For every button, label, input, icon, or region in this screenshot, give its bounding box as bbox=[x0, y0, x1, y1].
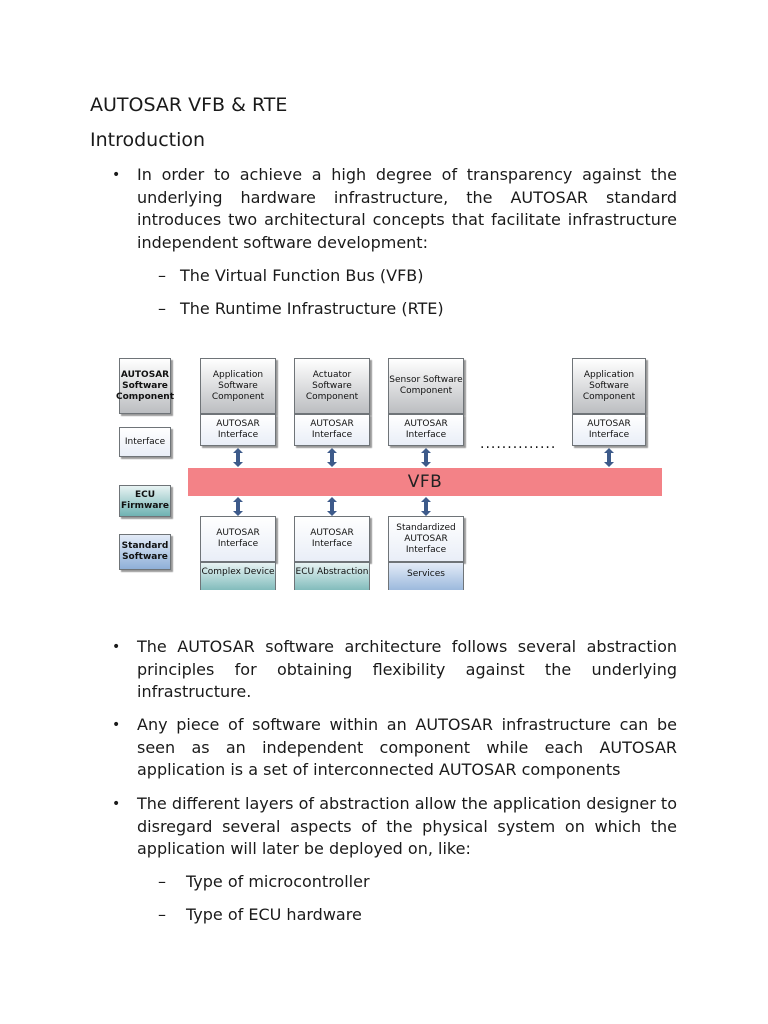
services-box: Services bbox=[388, 562, 464, 590]
double-arrow-icon bbox=[604, 448, 614, 467]
sub-bullet-text: The Runtime Infrastructure (RTE) bbox=[180, 299, 444, 318]
legend-swc: AUTOSAR Software Component bbox=[116, 358, 174, 414]
app-swc-box: Application Software Component bbox=[200, 358, 276, 414]
dash-mark: – bbox=[158, 299, 166, 318]
legend-interface: Interface bbox=[119, 427, 171, 457]
sub-bullet-microcontroller: – Type of microcontroller bbox=[158, 871, 370, 893]
app-swc-box-2: Application Software Component bbox=[572, 358, 646, 414]
sensor-swc-interface: AUTOSAR Interface bbox=[388, 414, 464, 446]
sub-bullet-text: The Virtual Function Bus (VFB) bbox=[180, 266, 424, 285]
bullet-abstraction-principles: The AUTOSAR software architecture follow… bbox=[112, 636, 677, 704]
bullet-text: The different layers of abstraction allo… bbox=[137, 794, 677, 858]
app-swc-interface: AUTOSAR Interface bbox=[200, 414, 276, 446]
more-components-ellipsis: .............. bbox=[480, 436, 557, 452]
legend-standard-software: Standard Software bbox=[119, 534, 171, 570]
double-arrow-icon bbox=[233, 497, 243, 516]
complex-device-box: Complex Device bbox=[200, 562, 276, 590]
complex-device-interface: AUTOSAR Interface bbox=[200, 516, 276, 562]
bullet-text: In order to achieve a high degree of tra… bbox=[137, 165, 677, 252]
ecu-abstraction-box: ECU Abstraction bbox=[294, 562, 370, 590]
actuator-swc-box: Actuator Software Component bbox=[294, 358, 370, 414]
services-interface: Standardized AUTOSAR Interface bbox=[388, 516, 464, 562]
dash-mark: – bbox=[158, 266, 166, 285]
app-swc-interface-2: AUTOSAR Interface bbox=[572, 414, 646, 446]
sensor-swc-box: Sensor Software Component bbox=[388, 358, 464, 414]
section-heading: Introduction bbox=[90, 129, 206, 151]
vfb-architecture-diagram: AUTOSAR Software Component Interface ECU… bbox=[112, 350, 672, 590]
double-arrow-icon bbox=[233, 448, 243, 467]
sub-bullet-ecu-hardware: – Type of ECU hardware bbox=[158, 904, 362, 926]
actuator-swc-interface: AUTOSAR Interface bbox=[294, 414, 370, 446]
bullet-independent-component: Any piece of software within an AUTOSAR … bbox=[112, 714, 677, 782]
bullet-abstraction-layers: The different layers of abstraction allo… bbox=[112, 793, 677, 861]
bullet-text: Any piece of software within an AUTOSAR … bbox=[137, 715, 677, 779]
sub-bullet-text: Type of ECU hardware bbox=[186, 905, 362, 924]
double-arrow-icon bbox=[327, 497, 337, 516]
dash-mark: – bbox=[158, 872, 166, 891]
sub-bullet-text: Type of microcontroller bbox=[186, 872, 370, 891]
double-arrow-icon bbox=[421, 448, 431, 467]
bullet-transparency: In order to achieve a high degree of tra… bbox=[112, 164, 677, 254]
double-arrow-icon bbox=[327, 448, 337, 467]
document-title: AUTOSAR VFB & RTE bbox=[90, 94, 288, 116]
ecu-abstraction-interface: AUTOSAR Interface bbox=[294, 516, 370, 562]
sub-bullet-vfb: –The Virtual Function Bus (VFB) bbox=[158, 265, 424, 287]
sub-bullet-rte: –The Runtime Infrastructure (RTE) bbox=[158, 298, 444, 320]
double-arrow-icon bbox=[421, 497, 431, 516]
legend-ecu-firmware: ECU Firmware bbox=[119, 485, 171, 517]
vfb-bus: VFB bbox=[188, 468, 662, 496]
dash-mark: – bbox=[158, 905, 166, 924]
bullet-text: The AUTOSAR software architecture follow… bbox=[137, 637, 677, 701]
